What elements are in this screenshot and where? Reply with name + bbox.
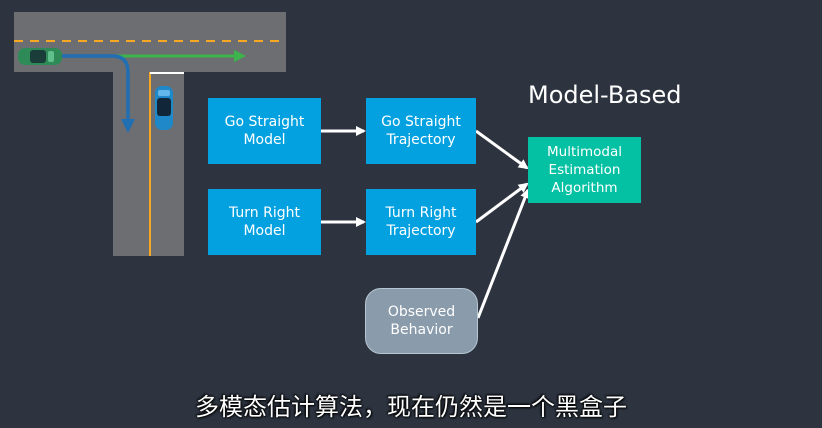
go-straight-model-box: Go Straight Model (208, 98, 321, 164)
road-illustration (14, 12, 286, 256)
turn-path-arrow-icon (50, 54, 135, 133)
video-subtitle: 多模态估计算法，现在仍然是一个黑盒子 (195, 393, 627, 421)
edge-observed-behavior-to-algorithm (476, 188, 530, 319)
observed-behavior-box: Observed Behavior (365, 288, 478, 354)
edge-go-straight-trajectory-to-algorithm (475, 129, 529, 170)
turn-right-model-box: Turn Right Model (208, 189, 321, 255)
go-straight-model-label: Go Straight Model (224, 114, 305, 148)
turn-right-trajectory-box: Turn Right Trajectory (366, 189, 476, 255)
blue-car-icon (155, 86, 173, 130)
vertical-road (113, 72, 184, 256)
multimodal-algorithm-box: Multimodal Estimation Algorithm (528, 137, 641, 203)
multimodal-algorithm-label: Multimodal Estimation Algorithm (546, 144, 622, 196)
turn-right-model-label: Turn Right Model (229, 205, 300, 239)
turn-right-trajectory-label: Turn Right Trajectory (385, 205, 457, 239)
edge-turn-right-trajectory-to-algorithm (475, 182, 529, 224)
go-straight-trajectory-label: Go Straight Trajectory (381, 114, 461, 148)
green-car-icon (18, 48, 62, 65)
diagram-edges (321, 126, 530, 319)
diagram-heading: Model-Based (528, 81, 682, 109)
go-straight-trajectory-box: Go Straight Trajectory (366, 98, 476, 164)
observed-behavior-label: Observed Behavior (387, 304, 456, 338)
